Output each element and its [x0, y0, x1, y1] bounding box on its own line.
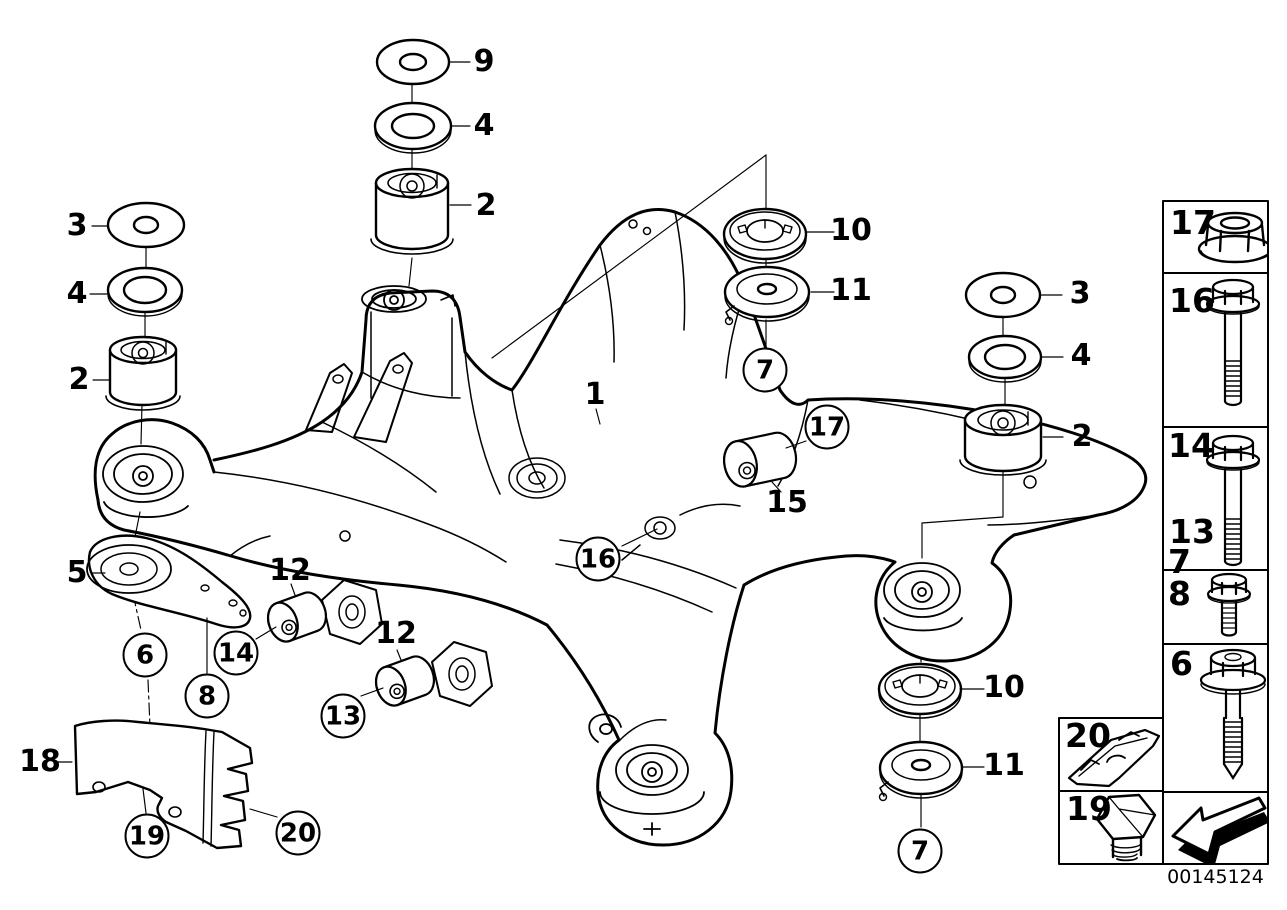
washer-flange-bolt-icon — [1199, 648, 1267, 781]
part-12-bushing-b — [374, 655, 436, 707]
callout-7-bottom[interactable]: 7 — [897, 828, 943, 874]
callout-18[interactable]: 18 — [19, 744, 61, 779]
part-2-rubber-mounting-right — [959, 403, 1047, 476]
retaining-clip-icon — [1067, 728, 1161, 788]
callout-16[interactable]: 16 — [575, 536, 621, 582]
callout-9[interactable]: 9 — [473, 44, 495, 79]
callout-4-top[interactable]: 4 — [473, 108, 495, 143]
legend-label-16[interactable]: 16 — [1169, 281, 1215, 320]
callout-3-left[interactable]: 3 — [66, 208, 88, 243]
callout-2-left[interactable]: 2 — [68, 362, 90, 397]
part-2-rubber-mounting-top — [370, 167, 454, 255]
legend-label-13[interactable]: 13 — [1169, 512, 1215, 551]
callout-13[interactable]: 13 — [320, 693, 366, 739]
callout-11-bottom[interactable]: 11 — [983, 748, 1025, 783]
legend-label-19[interactable]: 19 — [1066, 789, 1112, 828]
callout-11-top[interactable]: 11 — [830, 273, 872, 308]
part-18-heat-shield — [73, 719, 254, 850]
part-10-stopper-top — [722, 207, 808, 264]
callout-14[interactable]: 14 — [213, 630, 259, 676]
callout-4-left[interactable]: 4 — [66, 276, 88, 311]
part-3-washer-right — [964, 271, 1042, 319]
callout-7-top[interactable]: 7 — [742, 347, 788, 393]
connector-lines — [131, 83, 1006, 828]
callout-12-b[interactable]: 12 — [375, 616, 417, 651]
legend-label-14[interactable]: 14 — [1168, 426, 1214, 465]
callout-20[interactable]: 20 — [275, 810, 321, 856]
callout-8[interactable]: 8 — [184, 673, 230, 719]
callout-4-right[interactable]: 4 — [1070, 338, 1092, 373]
image-id: 00145124 — [1167, 866, 1264, 888]
part-4-washer-right — [967, 334, 1043, 383]
part-3-washer-left — [106, 201, 186, 249]
legend-label-17[interactable]: 17 — [1170, 203, 1216, 242]
callout-6[interactable]: 6 — [122, 632, 168, 678]
screw-plug-icon — [1095, 793, 1157, 862]
legend-grid — [1058, 200, 1269, 865]
callout-17[interactable]: 17 — [804, 404, 850, 450]
callout-10-bottom[interactable]: 10 — [983, 670, 1025, 705]
legend-label-8[interactable]: 8 — [1168, 574, 1191, 613]
part-11-retainer-bottom — [878, 740, 964, 802]
callout-12-a[interactable]: 12 — [269, 553, 311, 588]
hex-flange-bolt-long-icon — [1205, 278, 1261, 407]
leader-lines — [56, 61, 1064, 818]
part-4-washer-top — [373, 101, 453, 154]
legend-label-7[interactable]: 7 — [1168, 542, 1191, 581]
callout-10-top[interactable]: 10 — [830, 213, 872, 248]
back-arrow-icon[interactable] — [1163, 792, 1268, 864]
part-12-bushing-a — [266, 591, 328, 643]
legend-label-20[interactable]: 20 — [1065, 716, 1111, 755]
legend-label-6[interactable]: 6 — [1170, 644, 1193, 683]
callout-5[interactable]: 5 — [66, 555, 88, 590]
callout-15[interactable]: 15 — [766, 485, 808, 520]
callout-2-right[interactable]: 2 — [1071, 419, 1093, 454]
part-9-washer — [375, 38, 451, 86]
callout-3-right[interactable]: 3 — [1069, 276, 1091, 311]
part-2-rubber-mounting-left — [105, 335, 181, 411]
callout-2-top[interactable]: 2 — [475, 188, 497, 223]
part-11-retainer-top — [723, 265, 811, 326]
part-15-bushing — [723, 431, 798, 488]
mount-bushings — [102, 285, 963, 836]
hex-flange-bolt-short-icon — [1206, 572, 1252, 637]
callout-19[interactable]: 19 — [124, 813, 170, 859]
part-5-bracket-arm — [86, 534, 252, 629]
hex-flange-bolt-long-icon — [1205, 434, 1261, 567]
part-10-stopper-bottom — [877, 662, 963, 719]
callout-1[interactable]: 1 — [584, 377, 606, 412]
flange-nut-icon — [1197, 211, 1268, 264]
part-4-washer-left — [106, 266, 184, 317]
